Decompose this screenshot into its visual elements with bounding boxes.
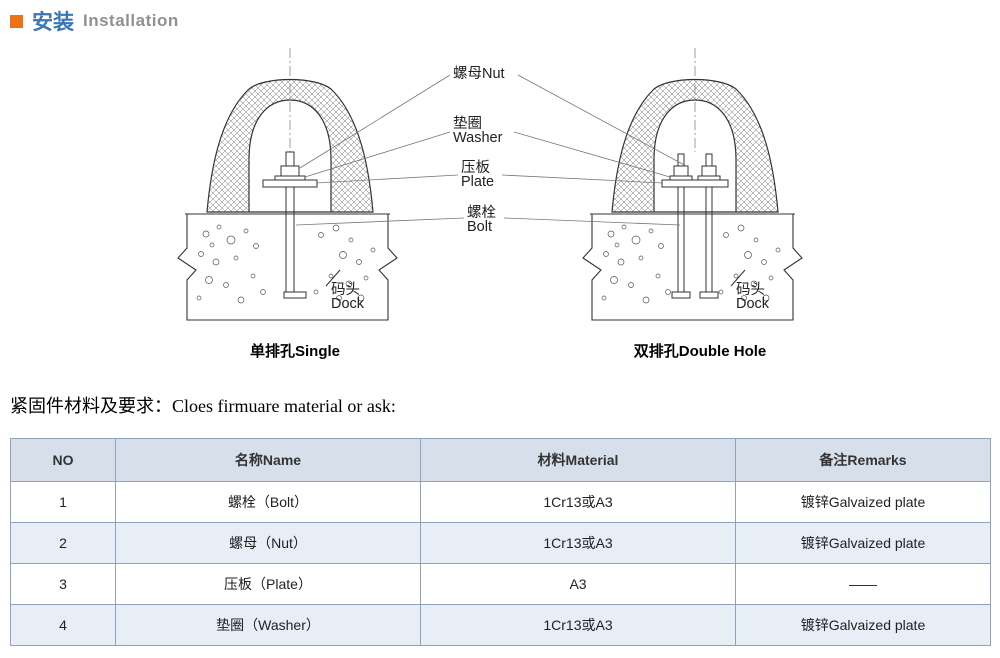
bolt-label-en: Bolt <box>467 219 492 235</box>
cell-no: 3 <box>10 563 116 605</box>
cell-name: 螺栓（Bolt） <box>115 481 421 523</box>
plate-label-en: Plate <box>461 174 494 190</box>
table-row: 1 螺栓（Bolt） 1Cr13或A3 镀锌Galvaized plate <box>10 481 991 523</box>
anchor-foot <box>671 291 691 299</box>
table-row: 3 压板（Plate） A3 —— <box>10 563 991 605</box>
part-labels: 螺母Nut 垫圈 Washer 压板 Plate 螺栓 Bolt <box>295 65 689 235</box>
cell-name: 垫圈（Washer） <box>115 604 421 646</box>
dock-label-zh: 码头 <box>331 281 360 298</box>
section-heading: 紧固件材料及要求：Cloes firmuare material or ask: <box>10 396 396 416</box>
caption-single: 单排孔Single <box>250 342 340 360</box>
nut <box>701 165 717 177</box>
cell-name: 压板（Plate） <box>115 563 421 605</box>
plate-label-zh: 压板 <box>461 158 490 176</box>
cell-remarks: 镀锌Galvaized plate <box>735 522 991 564</box>
cell-material: 1Cr13或A3 <box>420 522 736 564</box>
anchor-foot <box>283 291 307 299</box>
header-material: 材料Material <box>420 438 736 482</box>
cell-remarks: —— <box>735 563 991 605</box>
anchor-foot <box>699 291 719 299</box>
washer <box>697 175 721 181</box>
cell-no: 1 <box>10 481 116 523</box>
dock-right <box>582 213 803 321</box>
fastener-table: NO 名称Name 材料Material 备注Remarks 1 螺栓（Bolt… <box>10 438 991 646</box>
cell-no: 2 <box>10 522 116 564</box>
bolt-label-zh: 螺栓 <box>467 204 496 221</box>
bolt-stud <box>705 153 713 167</box>
cell-material: 1Cr13或A3 <box>420 604 736 646</box>
nut <box>673 165 689 177</box>
cell-material: 1Cr13或A3 <box>420 481 736 523</box>
page-title-zh: 安装 <box>32 11 74 34</box>
header-name: 名称Name <box>115 438 421 482</box>
cell-name: 螺母（Nut） <box>115 522 421 564</box>
washer <box>274 175 306 181</box>
cell-material: A3 <box>420 563 736 605</box>
nut-label: 螺母Nut <box>453 65 505 82</box>
page-header: 安装 Installation <box>10 6 179 36</box>
plate <box>262 179 318 188</box>
fender-shell <box>206 78 374 213</box>
plate <box>661 179 729 188</box>
bolt-stud <box>285 151 295 167</box>
table-row: 2 螺母（Nut） 1Cr13或A3 镀锌Galvaized plate <box>10 522 991 564</box>
page-title-en: Installation <box>83 11 179 30</box>
washer <box>669 175 693 181</box>
accent-square-icon <box>10 14 23 28</box>
dock-label-zh: 码头 <box>736 281 765 298</box>
header-no: NO <box>10 438 116 482</box>
left-fender-diagram: 码头 Dock 单排孔Single <box>177 48 398 360</box>
washer-label-zh: 垫圈 <box>453 115 482 132</box>
cell-remarks: 镀锌Galvaized plate <box>735 481 991 523</box>
dock-label-en: Dock <box>331 296 365 312</box>
fender-shell <box>611 78 779 213</box>
caption-double: 双排孔Double Hole <box>634 342 767 360</box>
cell-remarks: 镀锌Galvaized plate <box>735 604 991 646</box>
cell-no: 4 <box>10 604 116 646</box>
table-header-row: NO 名称Name 材料Material 备注Remarks <box>10 438 991 482</box>
nut <box>280 165 300 177</box>
table-row: 4 垫圈（Washer） 1Cr13或A3 镀锌Galvaized plate <box>10 604 991 646</box>
washer-label-en: Washer <box>453 130 503 146</box>
installation-diagram: 码头 Dock 单排孔Single <box>177 48 803 360</box>
dock-label-en: Dock <box>736 296 770 312</box>
header-remarks: 备注Remarks <box>735 438 991 482</box>
dock-left <box>177 213 398 321</box>
right-fender-diagram: 码头 Dock 双排孔Double Hole <box>582 48 803 360</box>
